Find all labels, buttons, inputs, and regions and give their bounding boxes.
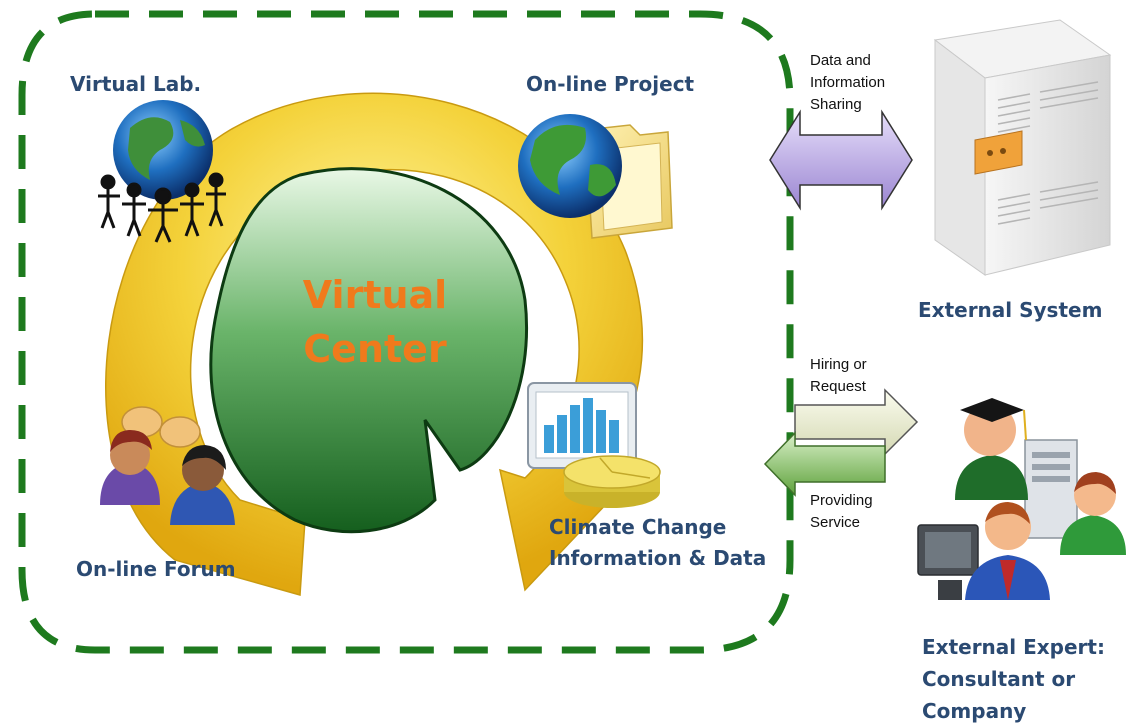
external-expert-line3: Company: [922, 699, 1027, 723]
external-expert-group-icon: [917, 398, 1126, 600]
external-system-server-icon: [933, 19, 1112, 276]
external-system-label: External System: [918, 298, 1103, 322]
providing-line1: Providing: [810, 492, 873, 509]
data-sharing-arrow: [769, 109, 913, 211]
sharing-arrow-label: Data and Information Sharing: [810, 50, 885, 116]
sharing-line2: Information: [810, 74, 886, 91]
virtual-lab-label: Virtual Lab.: [70, 72, 202, 96]
online-project-icon: [518, 114, 673, 239]
online-project-label: On-line Project: [526, 72, 695, 96]
virtual-center-title: Virtual Center: [275, 268, 475, 376]
online-forum-label: On-line Forum: [76, 557, 236, 581]
virtual-lab-icon: [98, 100, 226, 243]
external-expert-line2: Consultant or: [922, 667, 1076, 691]
hiring-line2: Request: [810, 378, 866, 395]
hiring-arrow-label: Hiring or Request: [810, 354, 867, 398]
providing-line2: Service: [810, 514, 861, 531]
external-expert-label: External Expert: Consultant or Company: [922, 631, 1105, 727]
climate-label-line1: Climate Change: [549, 515, 727, 539]
virtual-center-line1: Virtual: [302, 273, 448, 317]
online-forum-icon: [100, 406, 235, 525]
hiring-line1: Hiring or: [810, 356, 867, 373]
virtual-center-line2: Center: [303, 327, 447, 371]
climate-data-icon: [527, 382, 661, 508]
providing-arrow: [763, 431, 886, 497]
virtual-center-sphere: [209, 167, 528, 534]
virtual-center-boundary: [18, 10, 794, 654]
sharing-line1: Data and: [810, 52, 871, 69]
external-expert-line1: External Expert:: [922, 635, 1105, 659]
sharing-line3: Sharing: [810, 96, 862, 113]
hiring-arrow: [794, 388, 919, 456]
climate-label-line2: Information & Data: [549, 546, 767, 570]
providing-arrow-label: Providing Service: [810, 490, 873, 534]
